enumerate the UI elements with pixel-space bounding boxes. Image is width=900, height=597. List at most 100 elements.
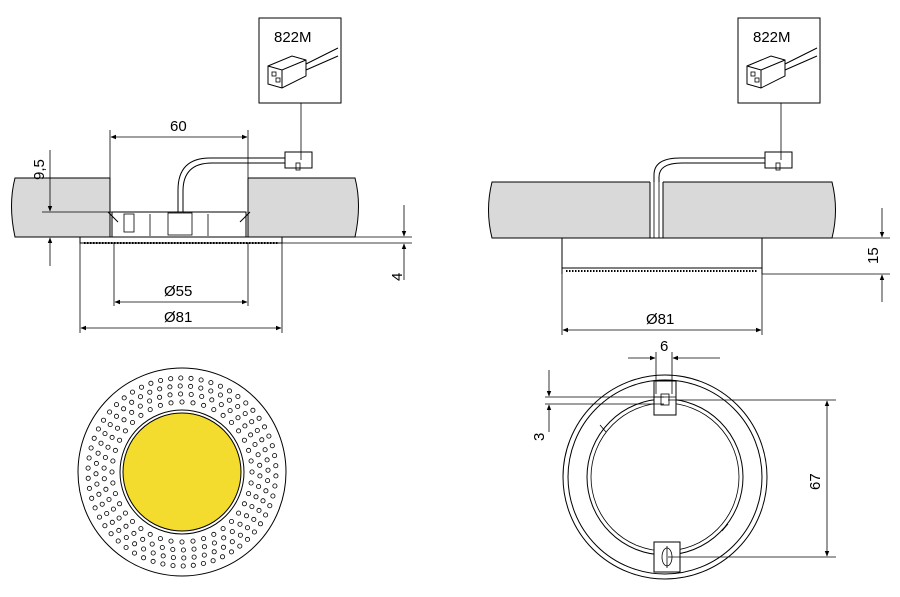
right-connector-icon — [746, 47, 818, 89]
perforation-hole — [208, 388, 214, 394]
perforation-hole — [147, 531, 153, 537]
perforation-hole — [121, 417, 127, 423]
perforation-hole — [237, 543, 243, 549]
perforation-hole — [201, 552, 207, 558]
perforation-hole — [122, 428, 128, 434]
perforation-hole — [158, 377, 164, 383]
perforation-hole — [96, 491, 102, 497]
right-plug — [764, 151, 793, 169]
perforation-hole — [86, 485, 92, 491]
perforation-hole — [109, 469, 115, 475]
perforation-hole — [86, 455, 92, 461]
perforation-hole — [262, 447, 268, 453]
yellow-lens — [122, 412, 242, 532]
perforation-hole — [188, 375, 194, 381]
perforation-hole — [91, 435, 97, 441]
perforation-hole — [256, 507, 262, 513]
perforation-hole — [220, 526, 226, 532]
perforation-hole — [122, 510, 128, 516]
perforation-hole — [137, 394, 143, 400]
perforation-hole — [138, 384, 144, 390]
perforation-hole — [102, 431, 108, 437]
perforation-hole — [108, 531, 114, 537]
perforation-hole — [147, 398, 153, 404]
perforation-hole — [220, 544, 226, 550]
perforation-hole — [191, 546, 197, 552]
perforation-hole — [116, 515, 122, 521]
perforation-hole — [137, 403, 143, 409]
perforation-hole — [180, 563, 186, 569]
perforation-hole — [177, 383, 183, 389]
perforation-hole — [241, 437, 247, 443]
perforation-hole — [220, 412, 226, 418]
perforation-hole — [123, 523, 129, 529]
left-connector-icon — [267, 47, 339, 89]
perforation-hole — [160, 553, 166, 559]
perforation-hole — [167, 384, 173, 390]
dim-67: 67 — [807, 473, 824, 490]
perforation-hole — [209, 397, 215, 403]
perforation-hole — [249, 469, 255, 475]
perforation-hole — [167, 392, 173, 398]
perforation-hole — [242, 423, 248, 429]
perforation-hole — [114, 413, 120, 419]
perforation-hole — [170, 555, 176, 561]
perforation-hole — [114, 402, 120, 408]
perforation-hole — [263, 488, 269, 494]
back-top-clip — [653, 380, 677, 416]
perforation-hole — [170, 547, 176, 553]
perforation-hole — [181, 555, 187, 561]
perforation-hole — [168, 538, 174, 544]
perforation-hole — [267, 503, 273, 509]
perforation-hole — [98, 440, 104, 446]
perforation-hole — [256, 415, 262, 421]
perforation-hole — [150, 558, 156, 564]
perforation-hole — [115, 425, 121, 431]
dim-d55: Ø55 — [164, 283, 192, 300]
perforation-hole — [104, 510, 110, 516]
perforation-hole — [147, 407, 153, 413]
perforation-hole — [236, 428, 242, 434]
perforation-hole — [235, 415, 241, 421]
perforation-hole — [101, 476, 107, 482]
perforation-hole — [265, 467, 271, 473]
perforation-hole — [131, 530, 137, 536]
perforation-hole — [85, 475, 91, 481]
perforation-hole — [109, 434, 115, 440]
back-inner-ring — [586, 398, 744, 556]
perforation-hole — [101, 417, 107, 423]
perforation-hole — [253, 494, 259, 500]
perforation-hole — [228, 519, 234, 525]
perforation-hole — [211, 549, 217, 555]
perforation-hole — [261, 424, 267, 430]
perforation-hole — [132, 541, 138, 547]
perforation-hole — [103, 486, 109, 492]
left-cable — [177, 157, 285, 212]
perforation-hole — [266, 433, 272, 439]
right-cable — [653, 157, 765, 182]
perforation-hole — [106, 496, 112, 502]
dim-15: 15 — [865, 247, 882, 264]
perforation-holes — [85, 375, 279, 569]
back-bottom-clip — [653, 541, 681, 573]
perforation-hole — [235, 403, 241, 409]
perforation-hole — [201, 402, 207, 408]
perforation-hole — [198, 385, 204, 391]
perforation-hole — [89, 495, 95, 501]
perforation-hole — [248, 480, 254, 486]
dim-9-5: 9,5 — [31, 159, 48, 180]
perforation-hole — [157, 536, 163, 542]
perforation-hole — [229, 539, 235, 545]
perforation-hole — [211, 540, 217, 546]
perforation-hole — [150, 550, 156, 556]
perforation-hole — [251, 529, 257, 535]
perforation-hole — [115, 538, 121, 544]
perforation-hole — [210, 558, 216, 564]
left-connector-box — [258, 17, 342, 104]
perforation-hole — [263, 512, 269, 518]
left-mounting-body — [107, 211, 251, 238]
perforation-hole — [110, 480, 116, 486]
perforation-hole — [160, 561, 166, 567]
perforation-hole — [188, 383, 194, 389]
